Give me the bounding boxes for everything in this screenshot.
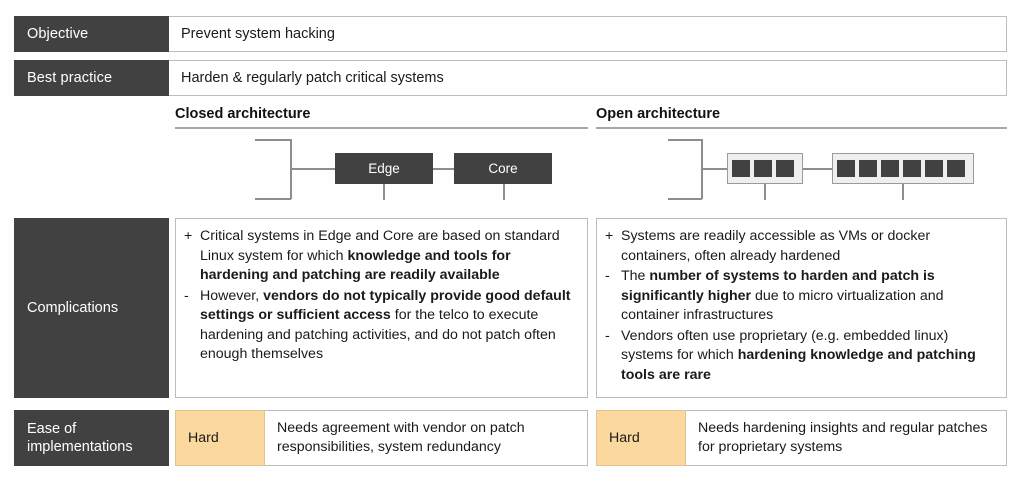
node-core: Core — [454, 153, 552, 184]
container-cell — [881, 160, 899, 177]
objective-value: Prevent system hacking — [169, 16, 1007, 52]
bullet-item: + Critical systems in Edge and Core are b… — [184, 227, 577, 286]
edge-to-core-connector — [433, 168, 455, 170]
bullet-text: Critical systems in Edge and Core are ba… — [200, 228, 560, 264]
ease-text-open: Needs hardening insights and regular pat… — [686, 410, 1007, 466]
container-cell — [925, 160, 943, 177]
core-drop-line — [503, 184, 505, 200]
complications-panel-open: + Systems are readily accessible as VMs o… — [596, 218, 1007, 398]
closed-architecture-diagram: Edge Core — [175, 138, 588, 200]
bullet-text: Vendors often use proprietary (e.g. embe… — [621, 327, 949, 364]
container-cell — [837, 160, 855, 177]
container-group-large — [832, 153, 974, 184]
bullet-text-emphasis: number of systems to harden and patch is… — [621, 268, 935, 304]
bullet-marker: - — [605, 268, 610, 284]
small-group-drop-line — [764, 184, 766, 200]
ease-panel-open: Hard Needs hardening insights and regula… — [596, 410, 1007, 466]
complications-row: Complications + Critical systems in Edge … — [14, 218, 1007, 398]
container-cell — [776, 160, 794, 177]
container-cell — [947, 160, 965, 177]
complications-list-open: + Systems are readily accessible as VMs o… — [605, 227, 996, 385]
bracket-top-line — [668, 139, 702, 141]
ease-of-implementations-row: Ease of implementations Hard Needs agree… — [14, 410, 1007, 466]
bullet-item: -Vendors often use proprietary (e.g. emb… — [605, 327, 996, 386]
ease-badge-open: Hard — [596, 410, 686, 466]
group-to-group-connector — [803, 168, 833, 170]
best-practice-row: Best practice Harden & regularly patch c… — [14, 60, 1007, 96]
bullet-marker: + — [605, 228, 614, 244]
bullet-text-emphasis: hardening knowledge and patching tools a… — [621, 347, 976, 383]
container-cell — [754, 160, 772, 177]
ease-panel-closed: Hard Needs agreement with vendor on patc… — [175, 410, 588, 466]
best-practice-value: Harden & regularly patch critical system… — [169, 60, 1007, 96]
bullet-marker: - — [184, 287, 189, 304]
open-architecture-diagram — [596, 138, 1007, 200]
large-group-drop-line — [902, 184, 904, 200]
closed-architecture-rule — [175, 127, 588, 129]
bullet-marker: - — [605, 327, 610, 344]
bullet-text: Systems are readily accessible as VMs or… — [621, 228, 931, 264]
closed-architecture-heading: Closed architecture — [175, 106, 588, 132]
complications-panel-closed: + Critical systems in Edge and Core are b… — [175, 218, 588, 398]
objective-row: Objective Prevent system hacking — [14, 16, 1007, 52]
bullet-text: However, — [200, 287, 264, 304]
bullet-text: The — [621, 268, 650, 284]
container-group-small — [727, 153, 803, 184]
complications-label: Complications — [14, 218, 169, 398]
container-cell — [732, 160, 750, 177]
bullet-marker: + — [184, 228, 193, 244]
node-edge: Edge — [335, 153, 433, 184]
bullet-text-emphasis: knowledge and tools for hardening and pa… — [200, 247, 511, 284]
open-architecture-heading: Open architecture — [596, 106, 1007, 132]
objective-label: Objective — [14, 16, 169, 52]
bullet-text: due to micro virtualization and containe… — [621, 287, 944, 324]
ease-text-closed: Needs agreement with vendor on patch res… — [265, 410, 588, 466]
node-edge-label: Edge — [368, 161, 400, 176]
bullet-item: -The number of systems to harden and pat… — [605, 267, 996, 326]
spine-to-group-connector — [701, 168, 728, 170]
bullet-text-emphasis: vendors do not typically provide good de… — [200, 287, 571, 324]
node-core-label: Core — [488, 161, 518, 176]
best-practice-label: Best practice — [14, 60, 169, 96]
spine-to-edge-connector — [290, 168, 336, 170]
bullet-text: for the telco to execute hardening and p… — [200, 307, 556, 362]
ease-label: Ease of implementations — [14, 410, 169, 466]
open-architecture-title: Open architecture — [596, 106, 721, 122]
open-architecture-rule — [596, 127, 1007, 129]
bullet-item: + Systems are readily accessible as VMs o… — [605, 227, 996, 266]
bracket-bottom-line — [255, 198, 291, 200]
container-cell — [859, 160, 877, 177]
edge-drop-line — [383, 184, 385, 200]
bullet-item: -However, vendors do not typically provi… — [184, 287, 577, 365]
closed-architecture-title: Closed architecture — [175, 106, 311, 122]
complications-list-closed: + Critical systems in Edge and Core are b… — [184, 227, 577, 365]
bracket-bottom-line — [668, 198, 702, 200]
container-cell — [903, 160, 921, 177]
ease-badge-closed: Hard — [175, 410, 265, 466]
bracket-top-line — [255, 139, 291, 141]
